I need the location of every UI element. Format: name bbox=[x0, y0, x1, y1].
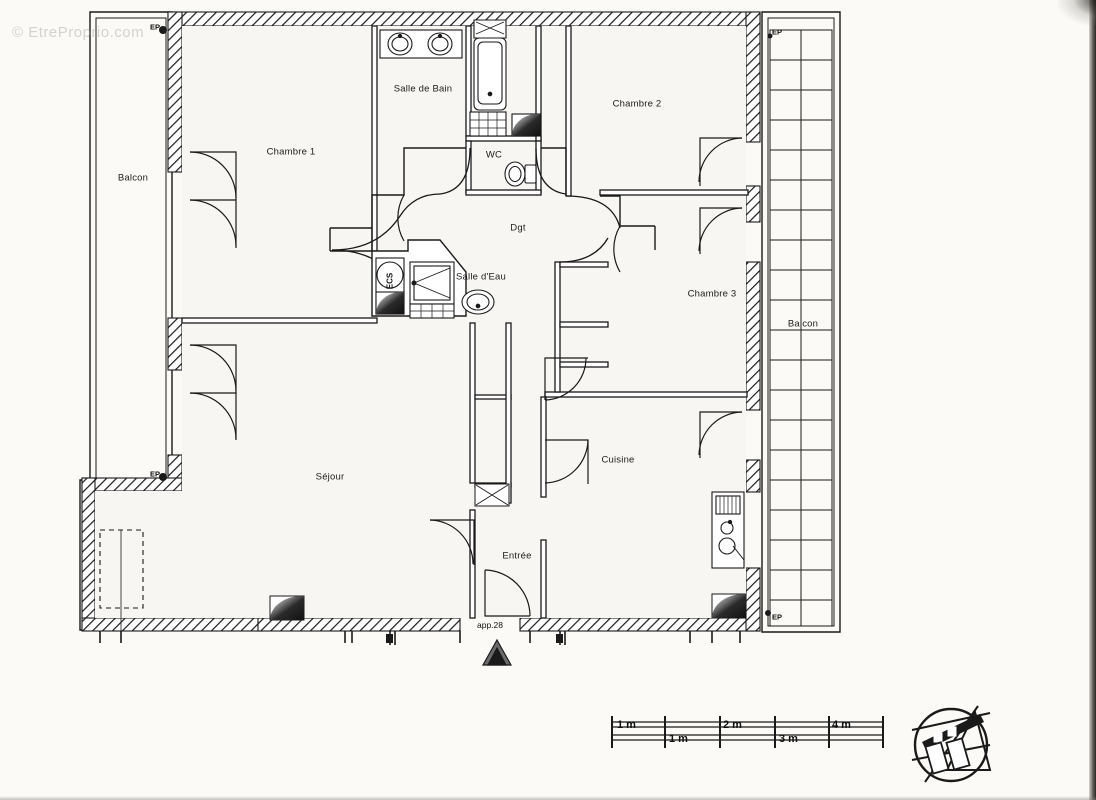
room-label-sejour: Séjour bbox=[315, 471, 345, 483]
kitchen-fixtures bbox=[711, 491, 745, 569]
shower-room-fixtures bbox=[371, 239, 495, 319]
scale-bar bbox=[611, 716, 884, 748]
room-label-balcon-left: Balcon bbox=[117, 172, 149, 184]
ep-drain-symbols bbox=[159, 26, 773, 616]
balcony-tile-grid bbox=[769, 29, 833, 627]
door-swings bbox=[189, 137, 743, 617]
label-ep-bottom-left: EP bbox=[149, 469, 161, 479]
room-label-balcon-right: Balcon bbox=[787, 318, 819, 330]
room-label-wc: WC bbox=[485, 149, 503, 161]
scale-label-1m-top: 1 m bbox=[617, 719, 636, 731]
bottom-dark-marks bbox=[386, 634, 563, 643]
bottom-dimension-ticks bbox=[99, 631, 741, 645]
label-ep-top-left: EP bbox=[149, 22, 161, 32]
terrace-guidelines bbox=[120, 530, 122, 636]
label-ep-bottom-right: EP bbox=[771, 612, 783, 622]
exterior-walls bbox=[81, 11, 761, 632]
room-label-chambre-2: Chambre 2 bbox=[612, 98, 662, 110]
room-label-salle-de-bain: Salle de Bain bbox=[393, 83, 453, 95]
wc-fixtures bbox=[504, 161, 537, 187]
interior-walls bbox=[181, 25, 749, 619]
bathroom-fixtures bbox=[379, 19, 541, 137]
entrance-arrow-marker bbox=[481, 638, 513, 666]
hallway-outline bbox=[329, 147, 656, 252]
room-label-salle-d-eau: Salle d'Eau bbox=[456, 271, 506, 283]
watermark: © EtreProprio.com bbox=[12, 24, 145, 41]
room-label-cuisine: Cuisine bbox=[601, 454, 635, 466]
scale-label-4m: 4 m bbox=[832, 719, 851, 731]
scale-label-1m-bottom: 1 m bbox=[669, 733, 688, 745]
scan-edge-corner bbox=[1058, 0, 1096, 26]
scan-edge-bottom bbox=[0, 796, 1096, 800]
label-ep-top-right: EP bbox=[771, 27, 783, 37]
apartment-tag: app.28 bbox=[477, 620, 503, 630]
room-label-dgt: Dgt bbox=[510, 222, 526, 234]
room-label-entree: Entrée bbox=[502, 550, 532, 562]
room-label-chambre-3: Chambre 3 bbox=[687, 288, 737, 300]
north-arrow-icon bbox=[911, 705, 992, 783]
scale-label-3m: 3 m bbox=[779, 733, 798, 745]
dashed-feature bbox=[99, 529, 144, 609]
opening-marks bbox=[269, 483, 747, 621]
room-label-chambre-1: Chambre 1 bbox=[266, 146, 316, 158]
label-ecs: ECS bbox=[385, 272, 395, 290]
scan-edge-right bbox=[1089, 0, 1096, 800]
scale-label-2m: 2 m bbox=[723, 719, 742, 731]
